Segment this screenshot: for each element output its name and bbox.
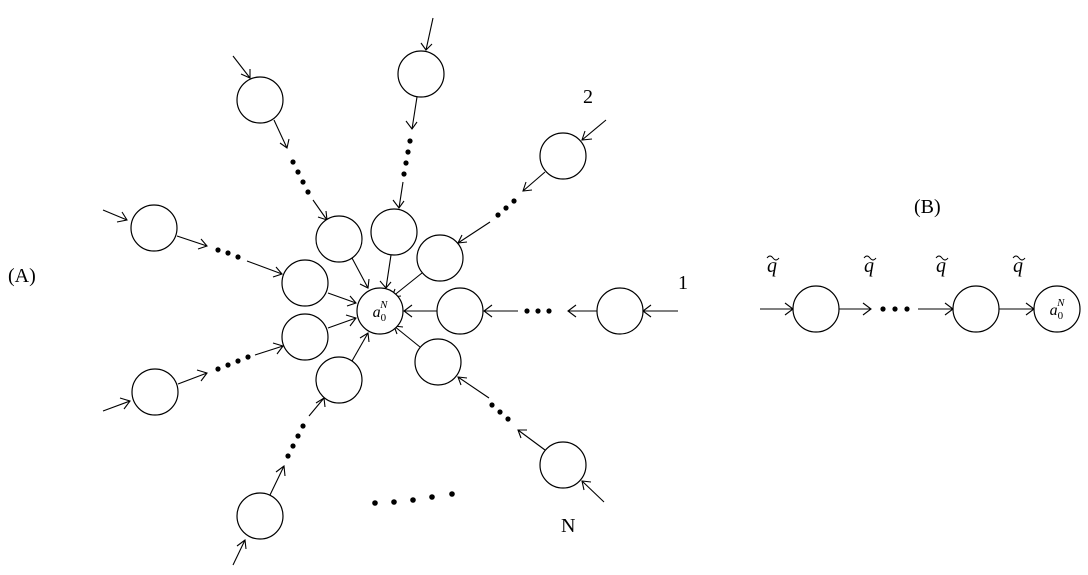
branch-top-left — [232, 55, 370, 289]
incoming-edge-arrow — [581, 480, 605, 503]
edge-to-center-arrow — [385, 254, 392, 289]
chain-node — [792, 285, 840, 333]
ellipsis-dots — [215, 247, 241, 260]
branch-1 — [403, 287, 678, 335]
panel-label-a: (A) — [8, 265, 36, 287]
node — [539, 441, 587, 489]
edge-to-center-arrow — [391, 272, 423, 298]
edge-label-q-tilde: q — [1012, 255, 1026, 277]
edge-to-center-arrow — [351, 332, 369, 362]
more-branches-dots — [372, 491, 455, 506]
ellipsis-dots — [215, 354, 251, 372]
edge-arrow — [312, 199, 328, 221]
incoming-edge-arrow — [232, 539, 246, 566]
incoming-edge-arrow — [102, 400, 131, 412]
end-node-label: a0N — [1050, 297, 1066, 322]
ellipsis-dots — [489, 402, 511, 422]
edge-arrow — [522, 171, 546, 192]
node — [416, 234, 464, 282]
center-node: a0N — [356, 287, 404, 335]
center-node-label: a0N — [373, 299, 389, 324]
node — [131, 368, 179, 416]
edge-arrow — [246, 260, 283, 275]
node — [281, 313, 329, 361]
end-node: a0N — [1033, 285, 1081, 333]
node — [397, 50, 445, 98]
node — [539, 132, 587, 180]
node — [370, 208, 418, 256]
svg-text:q: q — [936, 255, 946, 277]
panel-b: (B) a0N q q q — [760, 196, 1081, 333]
node — [596, 287, 644, 335]
edge-arrow — [254, 345, 284, 356]
edge-arrow — [269, 465, 285, 496]
edge-arrow — [457, 221, 491, 244]
ellipsis-dots — [290, 159, 311, 195]
node — [436, 287, 484, 335]
branch-2 — [391, 119, 607, 298]
edge-label-q-tilde: q — [935, 255, 949, 277]
svg-text:q: q — [864, 255, 874, 277]
branch-label-n: N — [561, 515, 575, 537]
incoming-edge-arrow — [102, 209, 128, 221]
incoming-edge-arrow — [425, 17, 434, 51]
branch-label-2: 2 — [583, 86, 593, 108]
branch-n — [393, 325, 605, 503]
panel-a: (A) — [8, 17, 688, 566]
edge-arrow — [457, 376, 490, 399]
edge-arrow — [308, 397, 325, 417]
node — [414, 338, 462, 386]
node — [315, 215, 363, 263]
edge-to-center-arrow — [327, 317, 357, 329]
edge-arrow — [273, 119, 288, 149]
ellipsis-dots — [524, 308, 552, 314]
ellipsis-dots — [495, 198, 517, 218]
node — [130, 204, 178, 252]
edge-to-center-arrow — [327, 292, 357, 304]
ellipsis-dots — [285, 423, 306, 459]
center-node-circle — [356, 287, 404, 335]
ellipsis-dots — [880, 306, 910, 312]
node — [315, 356, 363, 404]
edge-to-center-arrow — [351, 257, 369, 289]
edge-arrow — [398, 181, 404, 209]
node — [281, 259, 329, 307]
end-node-circle — [1033, 285, 1081, 333]
edge-label-q-tilde: q — [863, 255, 877, 277]
branch-label-1: 1 — [678, 272, 688, 294]
node — [236, 76, 284, 124]
edge-to-center-arrow — [393, 325, 421, 348]
svg-text:q: q — [1013, 255, 1023, 277]
edge-arrow — [176, 235, 208, 247]
svg-text:q: q — [767, 255, 777, 277]
chain-node — [952, 285, 1000, 333]
edge-arrow — [517, 429, 546, 451]
ellipsis-dots — [401, 138, 413, 177]
node — [236, 492, 284, 540]
edge-arrow — [177, 372, 208, 385]
edge-arrow — [411, 96, 418, 130]
incoming-edge-arrow — [232, 55, 251, 79]
branch-left-upper — [102, 204, 357, 307]
branch-bottom-left — [232, 332, 370, 566]
edge-label-q-tilde: q — [766, 255, 780, 277]
branch-left-lower — [102, 313, 357, 416]
incoming-edge-arrow — [581, 119, 607, 141]
branch-top-right — [370, 17, 445, 289]
panel-label-b: (B) — [914, 196, 941, 218]
